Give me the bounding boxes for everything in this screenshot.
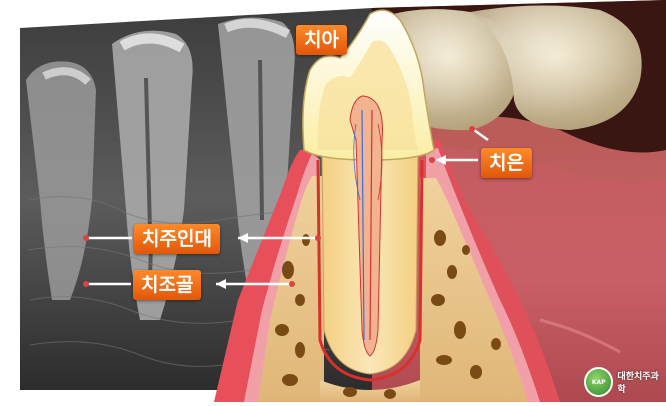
logo-text: 대한치주과학: [617, 369, 666, 395]
gingiva-label: 치은: [481, 148, 532, 178]
organization-logo: KAP 대한치주과학: [584, 368, 666, 396]
logo-badge: KAP: [584, 367, 613, 397]
periodontal-ligament-label: 치주인대: [134, 224, 220, 254]
alveolar-bone-label: 치조골: [133, 270, 201, 300]
tooth-label: 치아: [296, 25, 347, 55]
